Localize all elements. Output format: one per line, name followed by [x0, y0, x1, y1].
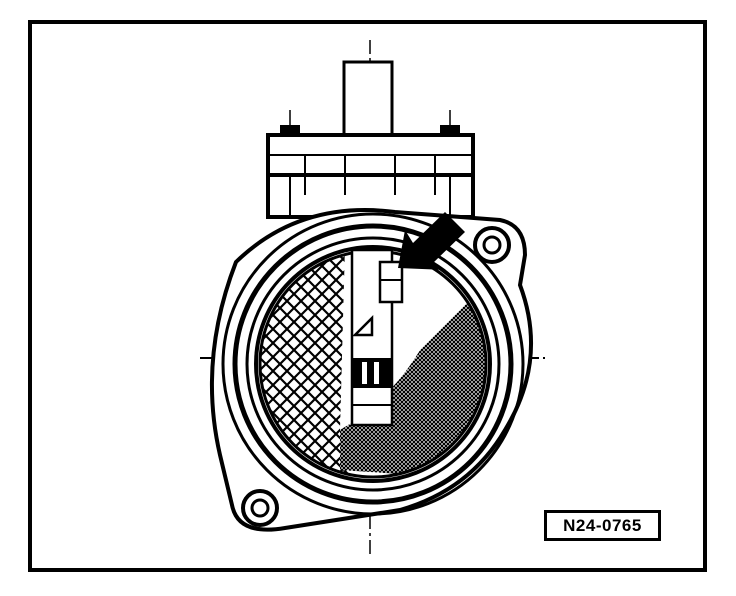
- outer-border: [28, 20, 707, 572]
- figure-reference-label: N24-0765: [544, 510, 661, 541]
- bolt-hole-top-right: [473, 226, 511, 264]
- sensor-element: [350, 248, 404, 427]
- bolt-hole-bottom-left: [241, 489, 279, 527]
- indicator-arrow: [398, 212, 465, 270]
- connector: [266, 60, 475, 219]
